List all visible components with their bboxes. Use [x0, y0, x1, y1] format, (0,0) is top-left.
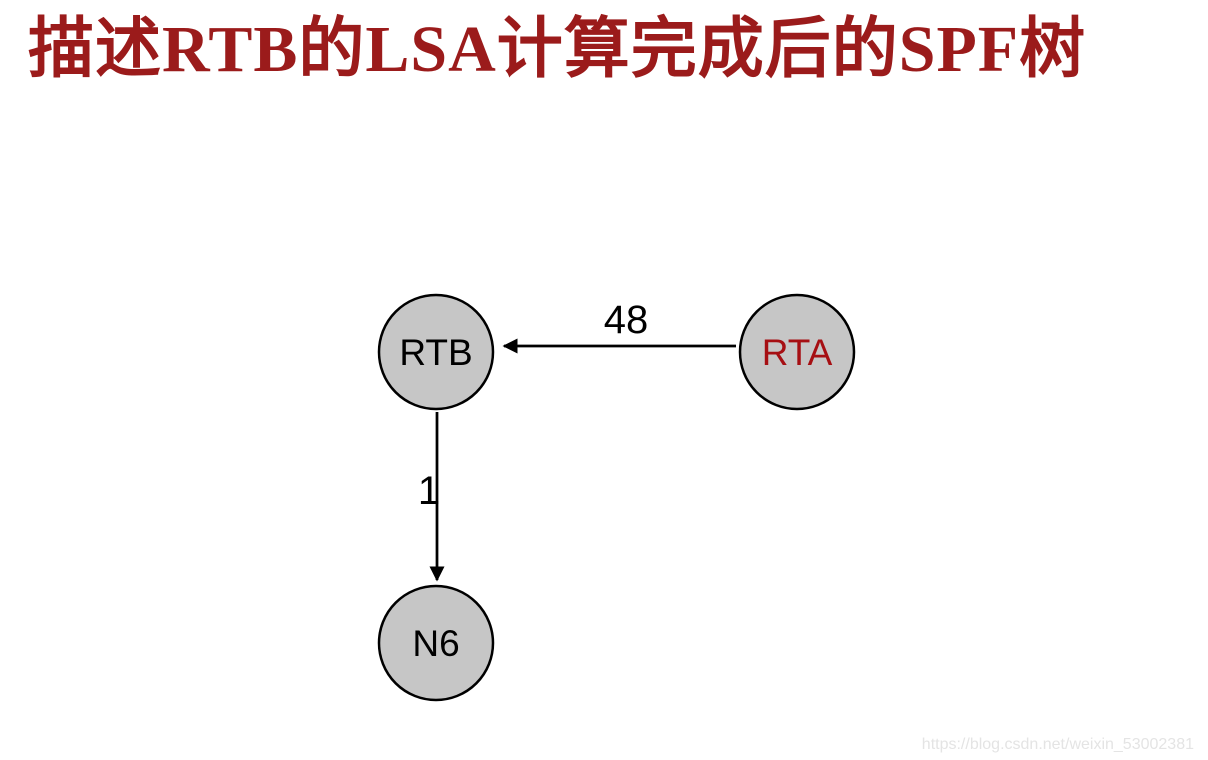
edge-label-rtb-to-n6: 1 — [418, 469, 440, 513]
node-circle-rtb — [377, 293, 495, 411]
edge-label-rta-to-rtb: 48 — [604, 298, 649, 342]
node-circle-rta — [738, 293, 856, 411]
nodes-layer: RTB RTA N6 — [377, 293, 856, 702]
node-label-n6: N6 — [412, 623, 459, 664]
node-circle-n6 — [377, 584, 495, 702]
edges-layer: 48 1 — [418, 298, 736, 582]
watermark: https://blog.csdn.net/weixin_53002381 — [921, 736, 1194, 753]
page-title: 描述RTB的LSA计算完成后的SPF树 — [28, 13, 1087, 86]
node-label-rta: RTA — [762, 332, 833, 373]
node-label-rtb: RTB — [399, 332, 472, 373]
